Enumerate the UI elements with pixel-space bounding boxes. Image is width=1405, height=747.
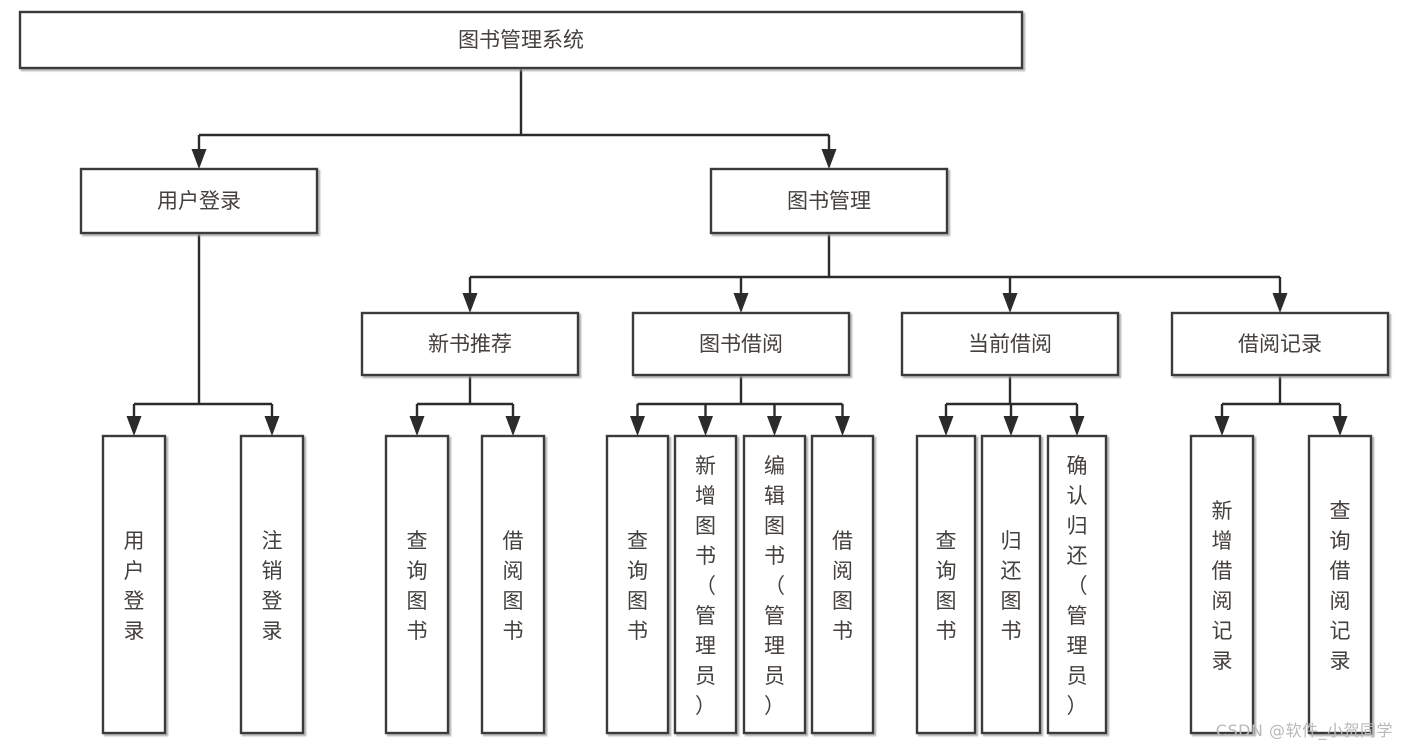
node-box-leaf-newbook-query[interactable] [384, 434, 450, 735]
node-label-leaf-records-query: 查询借阅记录 [1330, 499, 1351, 673]
node-box-records[interactable] [1170, 311, 1390, 377]
node-box-leaf-borrow-edit[interactable] [742, 434, 807, 735]
node-leaf-user-logout[interactable]: 注销登录 [239, 434, 305, 735]
node-label-newbook: 新书推荐 [428, 332, 512, 356]
node-leaf-borrow-edit[interactable]: 编辑图书（管理员） [742, 434, 807, 735]
node-box-leaf-current-return[interactable] [980, 434, 1042, 735]
node-label-leaf-current-confirm: 确认归还（管理员） [1067, 454, 1088, 718]
connector-records-to-leaves [1214, 375, 1348, 436]
node-label-current: 当前借阅 [968, 332, 1052, 356]
node-box-current[interactable] [900, 311, 1120, 377]
node-label-leaf-user-login: 用户登录 [124, 529, 145, 643]
node-leaf-current-query[interactable]: 查询图书 [915, 434, 977, 735]
node-box-newbook[interactable] [360, 311, 580, 377]
node-box-leaf-records-query[interactable] [1307, 434, 1373, 735]
node-label-leaf-newbook-query: 查询图书 [407, 529, 428, 643]
node-label-root: 图书管理系统 [458, 28, 584, 52]
node-borrow[interactable]: 图书借阅 [631, 311, 851, 377]
node-newbook[interactable]: 新书推荐 [360, 311, 580, 377]
node-label-leaf-newbook-borrow: 借阅图书 [503, 529, 524, 643]
node-leaf-borrow-add[interactable]: 新增图书（管理员） [673, 434, 738, 735]
node-login[interactable]: 用户登录 [79, 167, 319, 235]
node-label-leaf-user-logout: 注销登录 [262, 529, 283, 643]
connectors-layer [126, 68, 1348, 436]
connector-bookmgmt-to-level3 [462, 233, 1288, 313]
connector-root-to-level2 [191, 68, 837, 169]
node-leaf-borrow-lend[interactable]: 借阅图书 [810, 434, 875, 735]
node-label-leaf-current-return: 归还图书 [1001, 529, 1022, 643]
connector-borrow-to-leaves [630, 375, 850, 436]
nodes-layer: 图书管理系统用户登录图书管理新书推荐图书借阅当前借阅借阅记录用户登录注销登录查询… [18, 10, 1390, 735]
connector-current-to-leaves [938, 375, 1085, 436]
node-box-root[interactable] [18, 10, 1024, 70]
connector-newbook-to-leaves [409, 375, 521, 436]
node-label-bookmgmt: 图书管理 [787, 189, 871, 213]
node-current[interactable]: 当前借阅 [900, 311, 1120, 377]
node-box-bookmgmt[interactable] [709, 167, 949, 235]
node-box-leaf-user-login[interactable] [101, 434, 167, 735]
node-label-login: 用户登录 [157, 189, 241, 213]
node-box-leaf-current-confirm[interactable] [1046, 434, 1108, 735]
node-box-login[interactable] [79, 167, 319, 235]
node-box-borrow[interactable] [631, 311, 851, 377]
node-label-leaf-borrow-query: 查询图书 [627, 529, 648, 643]
node-label-records: 借阅记录 [1238, 332, 1322, 356]
node-box-leaf-borrow-lend[interactable] [810, 434, 875, 735]
node-records[interactable]: 借阅记录 [1170, 311, 1390, 377]
node-leaf-current-confirm[interactable]: 确认归还（管理员） [1046, 434, 1108, 735]
node-leaf-records-add[interactable]: 新增借阅记录 [1189, 434, 1255, 735]
node-leaf-newbook-query[interactable]: 查询图书 [384, 434, 450, 735]
node-box-leaf-borrow-query[interactable] [605, 434, 670, 735]
node-label-leaf-borrow-add: 新增图书（管理员） [695, 454, 716, 718]
node-label-leaf-current-query: 查询图书 [936, 529, 957, 643]
node-leaf-newbook-borrow[interactable]: 借阅图书 [480, 434, 546, 735]
node-root[interactable]: 图书管理系统 [18, 10, 1024, 70]
node-leaf-current-return[interactable]: 归还图书 [980, 434, 1042, 735]
node-box-leaf-records-add[interactable] [1189, 434, 1255, 735]
node-bookmgmt[interactable]: 图书管理 [709, 167, 949, 235]
node-label-leaf-records-add: 新增借阅记录 [1212, 499, 1233, 673]
node-label-borrow: 图书借阅 [699, 332, 783, 356]
node-leaf-records-query[interactable]: 查询借阅记录 [1307, 434, 1373, 735]
node-box-leaf-current-query[interactable] [915, 434, 977, 735]
connector-login-to-leaves [126, 233, 280, 436]
csdn-watermark: CSDN @软件_小贺同学 [1215, 721, 1393, 740]
node-label-leaf-borrow-edit: 编辑图书（管理员） [764, 454, 785, 718]
node-box-leaf-user-logout[interactable] [239, 434, 305, 735]
node-leaf-borrow-query[interactable]: 查询图书 [605, 434, 670, 735]
node-leaf-user-login[interactable]: 用户登录 [101, 434, 167, 735]
node-box-leaf-borrow-add[interactable] [673, 434, 738, 735]
node-box-leaf-newbook-borrow[interactable] [480, 434, 546, 735]
node-label-leaf-borrow-lend: 借阅图书 [832, 529, 853, 643]
